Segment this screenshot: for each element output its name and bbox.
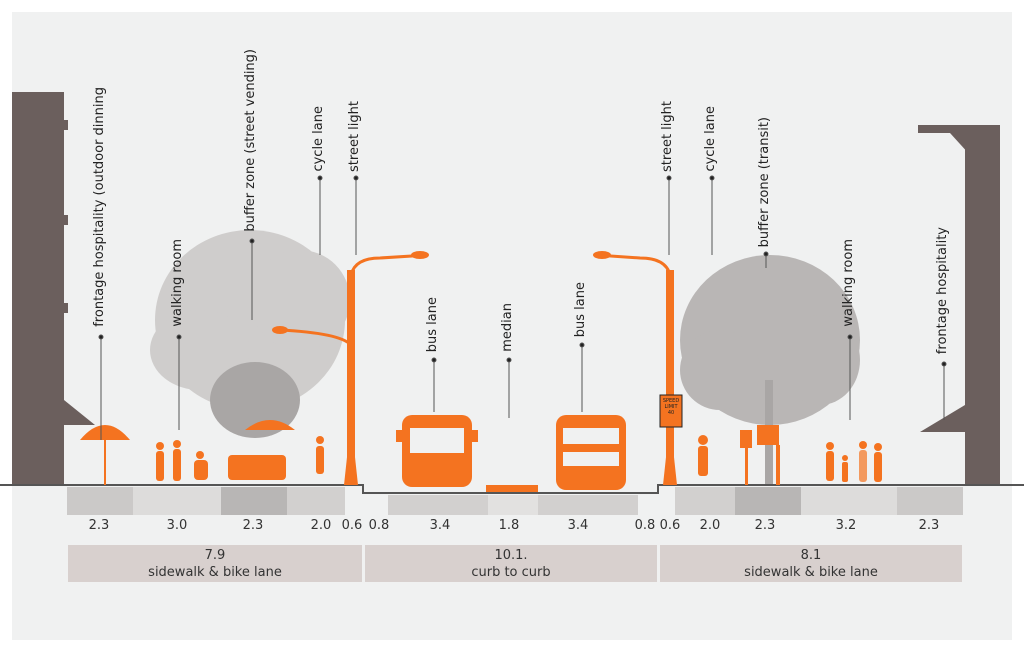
umbrella-icon: [80, 425, 130, 440]
width-value: 0.6: [659, 518, 681, 533]
label-left-buffer-zone: buffer zone (street vending): [243, 49, 258, 232]
speed-limit-sign: SPEED LIMIT 40: [662, 398, 680, 416]
street-light-left: [272, 251, 429, 485]
width-value: 3.4: [567, 518, 589, 533]
width-value: 3.4: [429, 518, 451, 533]
summary-label: sidewalk & bike lane: [148, 565, 282, 580]
ground-strips: [67, 487, 963, 515]
label-right-street-light: street light: [660, 101, 675, 172]
small-tree-left: [210, 362, 300, 438]
label-right-frontage: frontage hospitality: [935, 226, 950, 354]
label-left-street-light: street light: [347, 101, 362, 172]
summary-value: 8.1: [800, 548, 822, 563]
people-icons: [156, 435, 882, 482]
label-left-walking-room: walking room: [170, 239, 185, 327]
width-value: 2.0: [699, 518, 721, 533]
width-value: 0.8: [634, 518, 656, 533]
summary-right-sidewalk: 8.1 sidewalk & bike lane: [660, 545, 962, 582]
label-right-walking-room: walking room: [841, 239, 856, 327]
width-value: 0.8: [368, 518, 390, 533]
width-value: 2.3: [242, 518, 264, 533]
summary-curb-to-curb: 10.1. curb to curb: [365, 545, 657, 582]
median-planter: [486, 485, 538, 492]
width-value: 3.2: [835, 518, 857, 533]
leader-lines: [98, 175, 947, 440]
width-value: 2.3: [88, 518, 110, 533]
width-value: 2.3: [754, 518, 776, 533]
label-median: median: [500, 303, 515, 352]
street-light-right: [593, 251, 683, 485]
width-value: 0.6: [341, 518, 363, 533]
summary-value: 10.1.: [494, 548, 528, 563]
tree-left: [150, 230, 350, 410]
building-right: [918, 125, 1000, 485]
bus-right: [556, 415, 626, 490]
vendor-cart-icon: [228, 455, 286, 480]
label-bus-lane-left: bus lane: [425, 296, 440, 352]
label-right-buffer-zone: buffer zone (transit): [757, 116, 772, 247]
width-value: 2.0: [310, 518, 332, 533]
summary-left-sidewalk: 7.9 sidewalk & bike lane: [68, 545, 362, 582]
building-left: [12, 92, 95, 485]
label-left-cycle-lane: cycle lane: [311, 106, 326, 172]
label-right-cycle-lane: cycle lane: [703, 106, 718, 172]
width-value: 2.3: [918, 518, 940, 533]
width-value: 3.0: [166, 518, 188, 533]
summary-value: 7.9: [204, 548, 226, 563]
label-bus-lane-right: bus lane: [573, 281, 588, 337]
width-value: 1.8: [498, 518, 520, 533]
bus-left: [396, 415, 478, 487]
bus-stop-sign: [740, 430, 752, 448]
label-left-frontage: frontage hospitality (outdoor dinning: [92, 87, 107, 327]
summary-label: sidewalk & bike lane: [744, 565, 878, 580]
summary-label: curb to curb: [471, 565, 551, 580]
